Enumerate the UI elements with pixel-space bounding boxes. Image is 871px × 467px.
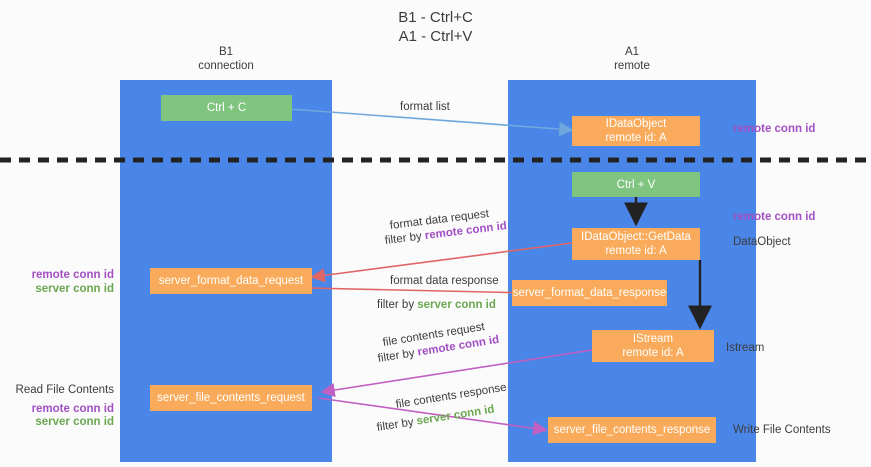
node-server-format-data-request[interactable]: server_format_data_request <box>150 268 312 294</box>
filter-key-server-conn-id: server conn id <box>417 299 496 311</box>
page-title-line-1: B1 - Ctrl+C <box>398 9 473 26</box>
node-server-file-contents-request-label: server_file_contents_request <box>157 392 305 404</box>
column-header-b1-name: B1 <box>218 46 234 58</box>
annotation-left-remote-conn-id-bottom: remote conn id <box>31 403 114 415</box>
filter-prefix: filter by <box>384 230 426 247</box>
annotation-remote-conn-id-mid: remote conn id <box>733 211 816 223</box>
node-istream-line-1: IStream <box>632 333 674 345</box>
edge-label-file-contents-response-filter: filter by server conn id <box>376 402 496 435</box>
annotation-dataobject: DataObject <box>733 236 791 248</box>
filter-prefix: filter by <box>375 415 418 434</box>
annotation-read-file-contents: Read File Contents <box>15 384 114 396</box>
node-server-format-data-response[interactable]: server_format_data_response <box>512 280 667 306</box>
node-idataobject-getdata[interactable]: IDataObject::GetData remote id: A <box>572 228 700 260</box>
node-ctrl-c-label: Ctrl + C <box>206 102 247 114</box>
node-getdata-line-1: IDataObject::GetData <box>581 231 691 243</box>
column-header-b1-role: connection <box>198 60 254 72</box>
node-server-file-contents-response-label: server_file_contents_response <box>553 424 711 436</box>
page-title-line-2: A1 - Ctrl+V <box>398 28 473 45</box>
node-server-format-data-response-label: server_format_data_response <box>512 287 667 299</box>
edge-label-format-data-response-filter: filter by server conn id <box>377 298 496 313</box>
column-header-a1-name: A1 <box>624 46 640 58</box>
annotation-left-remote-conn-id-mid: remote conn id <box>31 269 114 281</box>
annotation-write-file-contents: Write File Contents <box>733 424 831 436</box>
annotation-istream: Istream <box>726 342 765 354</box>
node-idataobject[interactable]: IDataObject remote id: A <box>572 116 700 146</box>
node-idataobject-line-1: IDataObject <box>605 118 667 130</box>
edge-label-format-data-response: format data response <box>390 275 499 287</box>
node-istream-line-2: remote id: A <box>622 347 684 359</box>
node-server-file-contents-request[interactable]: server_file_contents_request <box>150 385 312 411</box>
node-ctrl-v-label: Ctrl + V <box>616 178 656 191</box>
node-ctrl-c[interactable]: Ctrl + C <box>161 95 292 121</box>
node-ctrl-v[interactable]: Ctrl + V <box>572 172 700 197</box>
node-idataobject-line-2: remote id: A <box>605 132 667 144</box>
node-server-file-contents-response[interactable]: server_file_contents_response <box>548 417 716 443</box>
node-getdata-line-2: remote id: A <box>605 245 667 257</box>
column-header-a1-role: remote <box>614 60 650 72</box>
edge-label-format-list: format list <box>400 101 450 113</box>
annotation-left-server-conn-id-mid: server conn id <box>35 283 114 295</box>
annotation-remote-conn-id-top: remote conn id <box>733 123 816 135</box>
annotation-left-server-conn-id-bottom: server conn id <box>35 416 114 428</box>
node-istream[interactable]: IStream remote id: A <box>592 330 714 362</box>
node-server-format-data-request-label: server_format_data_request <box>158 275 304 287</box>
column-header-a1: A1 remote <box>508 45 756 73</box>
column-header-b1: B1 connection <box>120 45 332 73</box>
filter-prefix: filter by <box>377 299 418 311</box>
page-title: B1 - Ctrl+C A1 - Ctrl+V <box>0 8 871 46</box>
